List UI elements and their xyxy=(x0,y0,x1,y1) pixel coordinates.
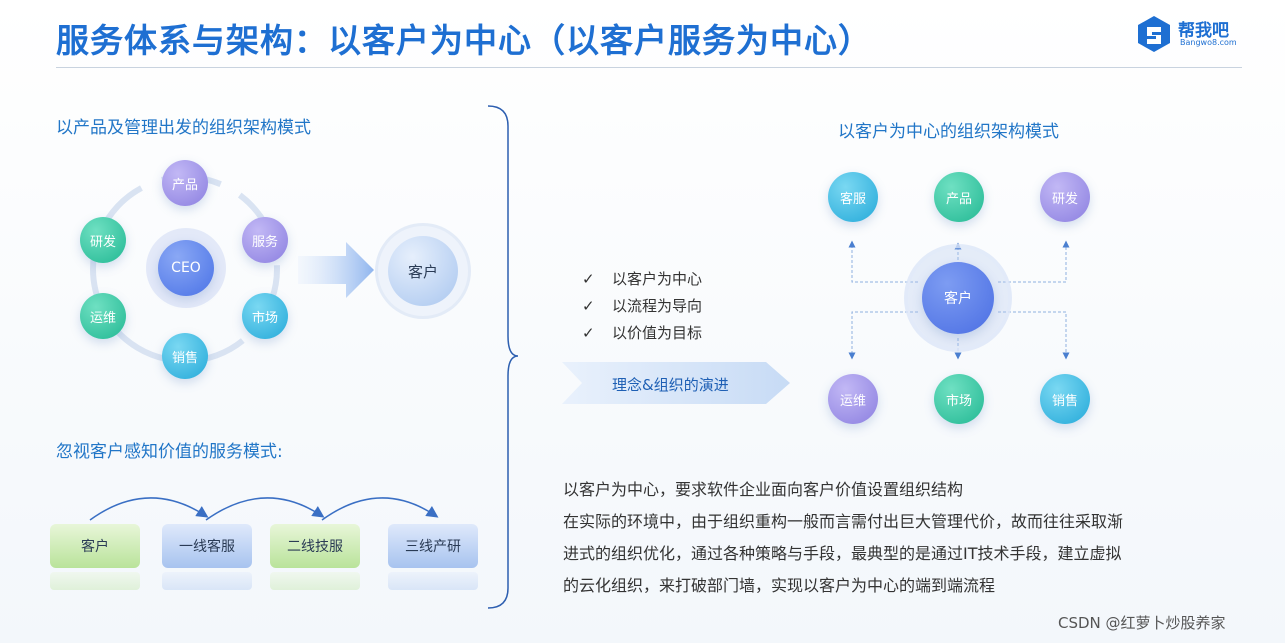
curly-brace xyxy=(487,105,519,609)
check-icon: ✓ xyxy=(582,270,595,288)
page-title: 服务体系与架构：以客户为中心（以客户服务为中心） xyxy=(56,21,872,60)
chain-box-customer: 客户 xyxy=(50,524,140,568)
chain-box-third-line: 三线产研 xyxy=(388,524,478,568)
csdn-watermark: CSDN @红萝卜炒股养家 xyxy=(1058,614,1226,632)
description-line-1: 以客户为中心，要求软件企业面向客户价值设置组织结构 xyxy=(563,480,964,499)
left-heading-service-mode: 忽视客户感知价值的服务模式: xyxy=(56,442,283,462)
title-divider xyxy=(56,67,1242,68)
right-node-ops: 运维 xyxy=(828,374,878,424)
description-line-4: 的云化组织，来打破部门墙，实现以客户为中心的端到端流程 xyxy=(563,576,996,595)
service-chain-arcs xyxy=(89,497,439,521)
right-node-product: 产品 xyxy=(934,172,984,222)
left-heading-product-management: 以产品及管理出发的组织架构模式 xyxy=(56,118,311,138)
chain-box-frontline: 一线客服 xyxy=(162,524,252,568)
left-node-service: 服务 xyxy=(242,217,288,263)
ceo-node: CEO xyxy=(158,240,214,296)
description-line-3: 进式的组织优化，通过各种策略与手段，最典型的是通过IT技术手段，建立虚拟 xyxy=(563,544,1122,563)
check-item-value: ✓以价值为目标 xyxy=(582,324,703,342)
logo-name: 帮我吧 xyxy=(1178,21,1229,41)
right-connectors xyxy=(848,240,1070,360)
left-node-ops: 运维 xyxy=(80,293,126,339)
chain-reflection xyxy=(50,572,140,590)
logo-domain: Bangwo8.com xyxy=(1180,38,1237,47)
check-icon: ✓ xyxy=(582,297,595,315)
right-heading-customer-center: 以客户为中心的组织架构模式 xyxy=(838,122,1059,142)
right-customer-node: 客户 xyxy=(922,262,994,334)
check-item-process: ✓以流程为导向 xyxy=(582,297,703,315)
check-icon: ✓ xyxy=(582,324,595,342)
left-node-sales: 销售 xyxy=(162,333,208,379)
right-node-market: 市场 xyxy=(934,374,984,424)
right-node-service: 客服 xyxy=(828,172,878,222)
chain-reflection xyxy=(388,572,478,590)
left-node-product: 产品 xyxy=(162,160,208,206)
evolution-banner-label: 理念&组织的演进 xyxy=(612,376,729,394)
left-customer-node: 客户 xyxy=(388,236,458,306)
evolution-banner-arrow xyxy=(562,362,790,404)
chain-reflection xyxy=(162,572,252,590)
description-line-2: 在实际的环境中，由于组织重构一般而言需付出巨大管理代价，故而往往采取渐 xyxy=(563,512,1124,531)
left-node-rnd: 研发 xyxy=(80,217,126,263)
chain-reflection xyxy=(270,572,360,590)
right-node-rnd: 研发 xyxy=(1040,172,1090,222)
bangwo8-logo-icon xyxy=(1138,16,1170,52)
right-node-sales: 销售 xyxy=(1040,374,1090,424)
chain-box-second-line: 二线技服 xyxy=(270,524,360,568)
arrow-right-icon xyxy=(298,242,374,298)
check-item-customer-center: ✓以客户为中心 xyxy=(582,270,703,288)
left-node-market: 市场 xyxy=(242,293,288,339)
